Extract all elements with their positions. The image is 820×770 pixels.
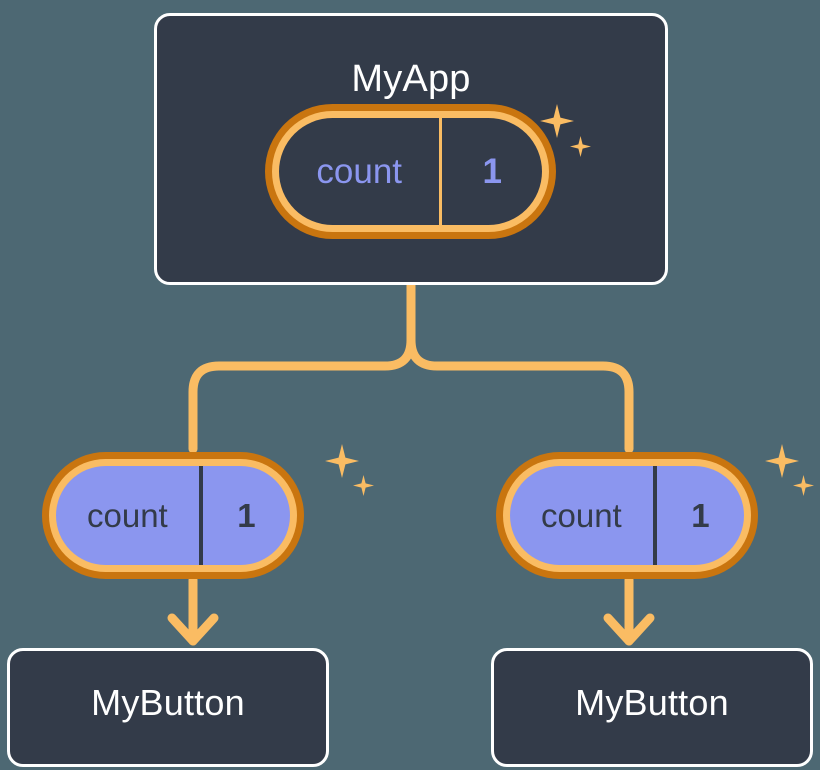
- state-pill-ring: count 1: [272, 111, 549, 232]
- component-label-myapp: MyApp: [351, 58, 471, 100]
- component-label-mybutton: MyButton: [575, 682, 729, 723]
- state-pill-body: count 1: [279, 118, 542, 225]
- state-pill-body: count 1: [56, 466, 290, 565]
- state-pill-ring: count 1: [503, 459, 751, 572]
- state-value-label: 1: [652, 466, 744, 565]
- state-value-label: 1: [439, 118, 542, 225]
- state-key-label: count: [87, 496, 168, 534]
- state-value-label: 1: [198, 466, 290, 565]
- component-card-mybutton-left: MyButton: [7, 648, 329, 767]
- state-pill-child-right: count 1: [496, 452, 758, 579]
- state-pill-ring: count 1: [49, 459, 297, 572]
- state-key-label: count: [541, 496, 622, 534]
- state-pill-body: count 1: [510, 466, 744, 565]
- state-key-label: count: [316, 151, 403, 191]
- state-pill-myapp: count 1: [265, 104, 556, 239]
- component-card-mybutton-right: MyButton: [491, 648, 813, 767]
- state-pill-child-left: count 1: [42, 452, 304, 579]
- component-label-mybutton: MyButton: [91, 682, 245, 723]
